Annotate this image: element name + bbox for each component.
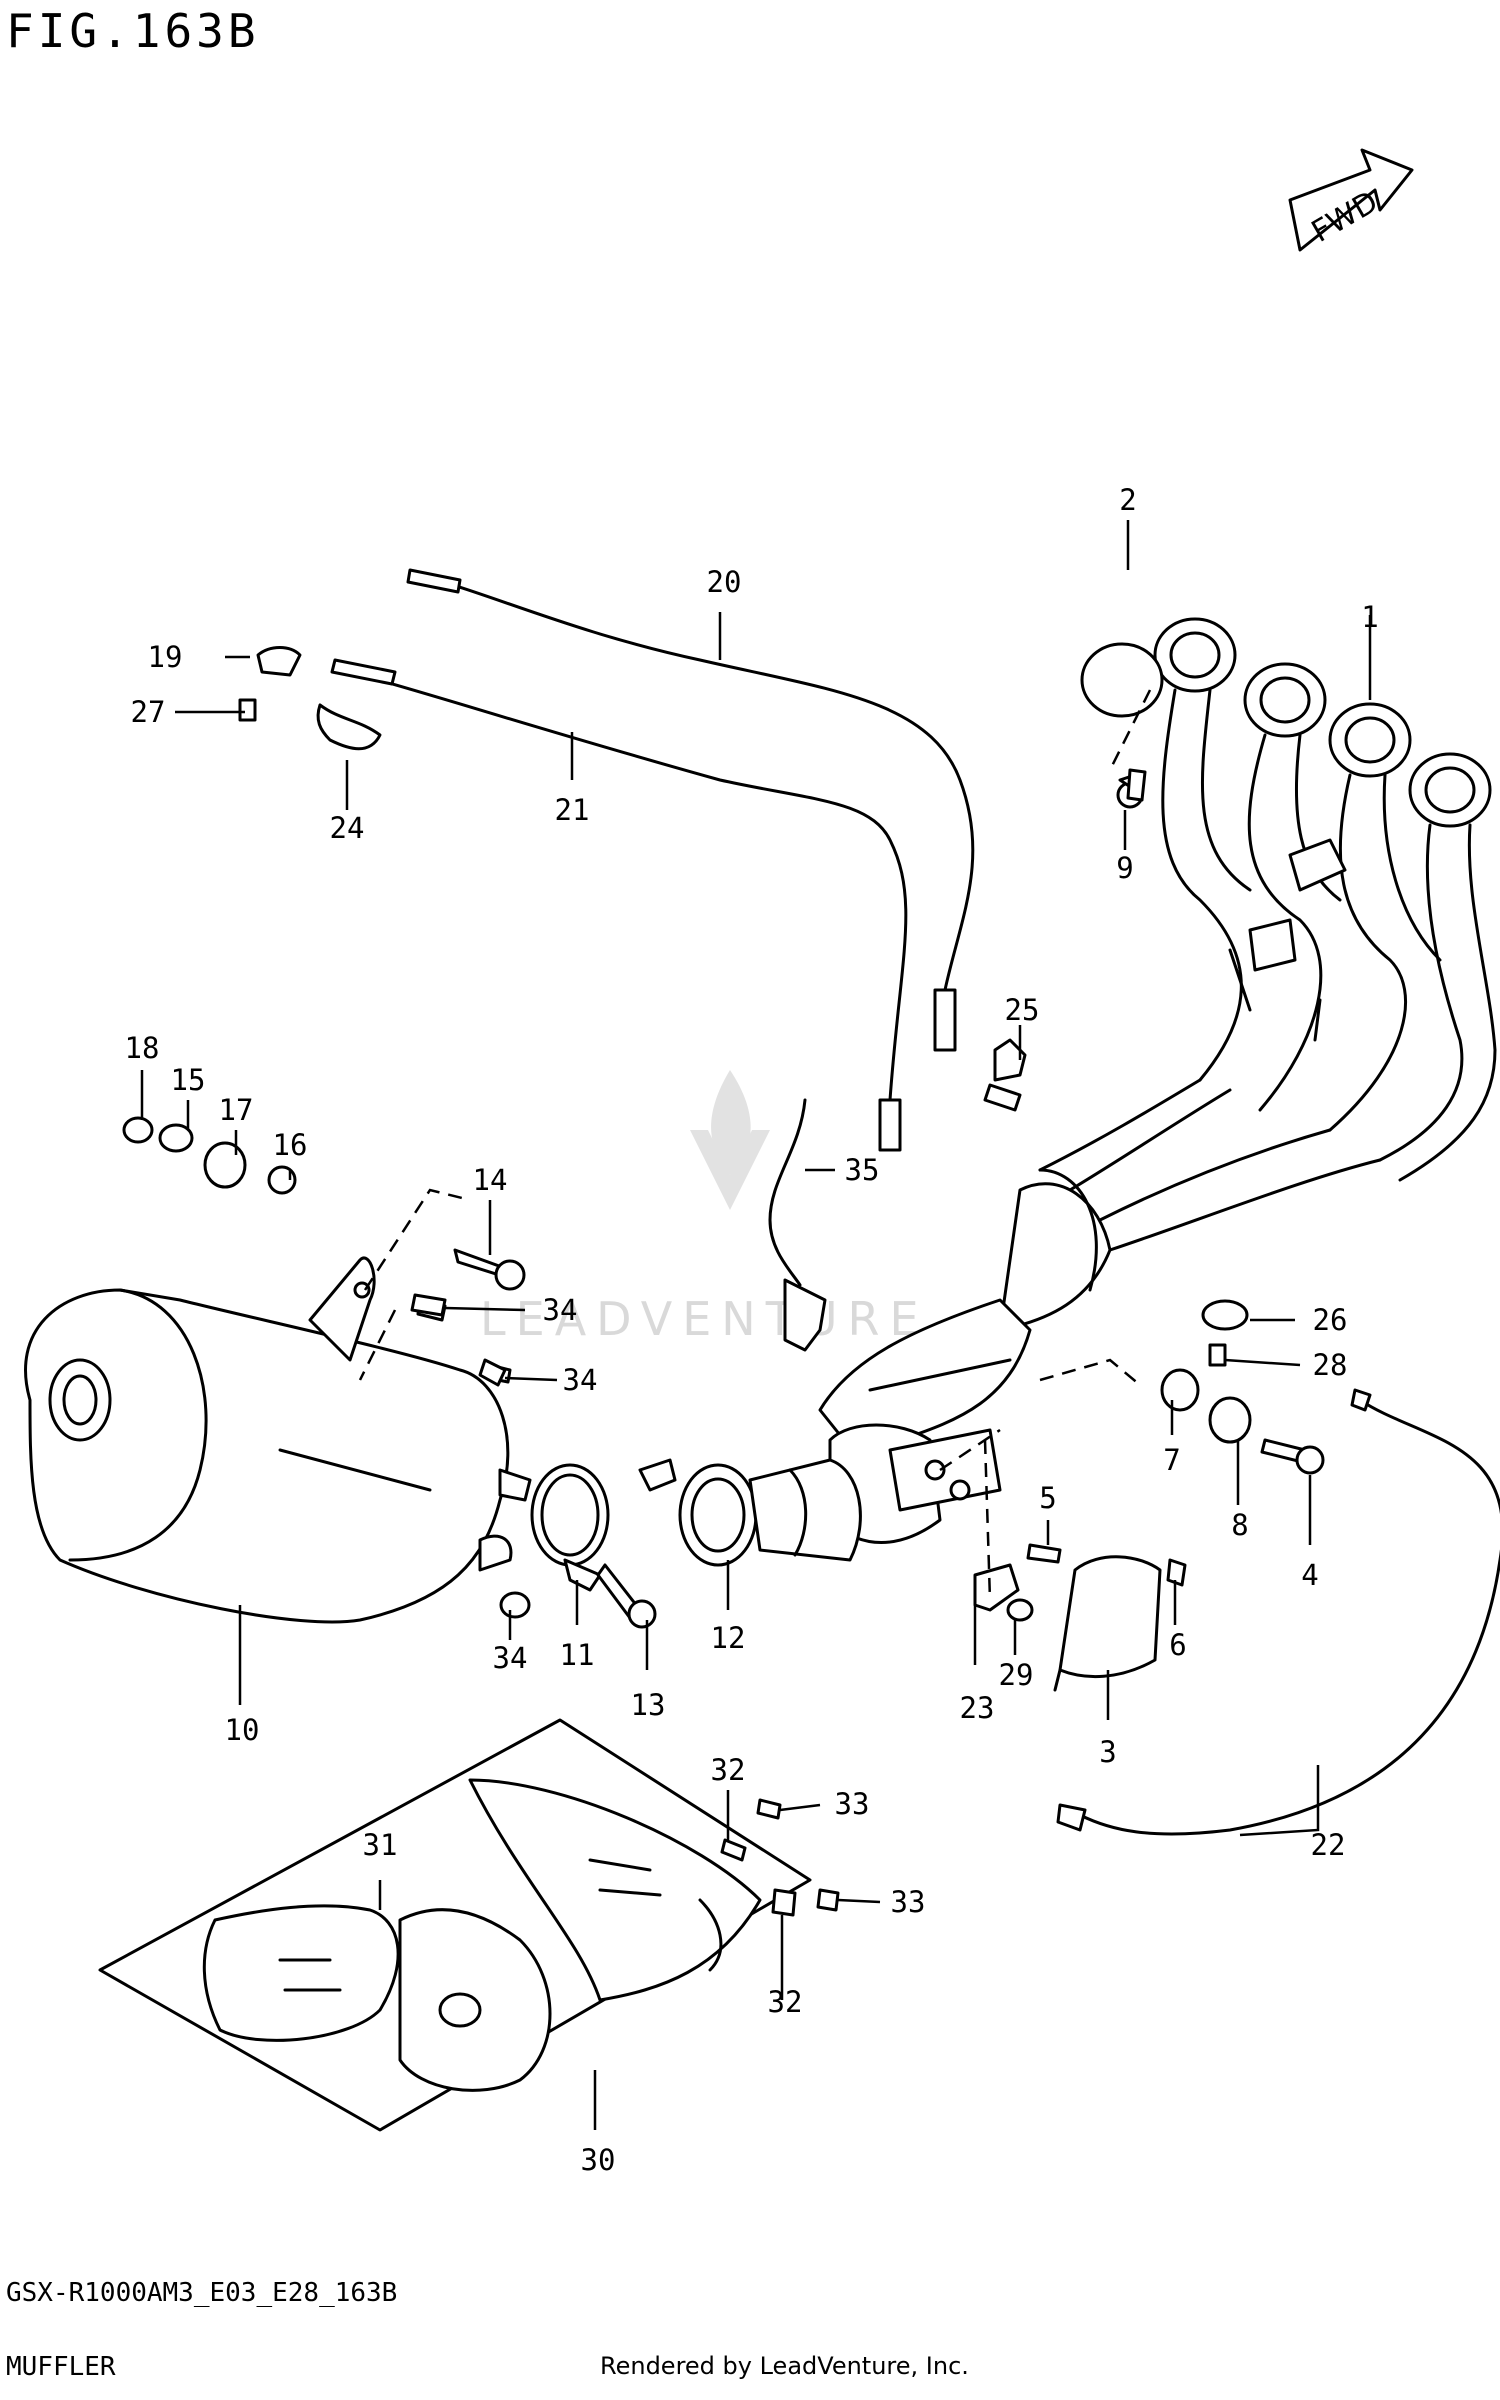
section-name: MUFFLER	[6, 2352, 116, 2382]
callout-21: 21	[555, 793, 590, 827]
springs-and-grommets	[410, 1293, 840, 1917]
connector-pipe-and-clamp	[530, 1458, 862, 1592]
callout-20: 20	[707, 565, 742, 599]
callout-4: 4	[1301, 1558, 1318, 1592]
callout-33: 33	[835, 1787, 870, 1821]
callout-27: 27	[131, 695, 166, 729]
callout-23: 23	[960, 1691, 995, 1725]
leadventure-watermark: LEADVENTURE	[480, 1070, 929, 1346]
callout-11: 11	[560, 1638, 595, 1672]
callout-3: 3	[1099, 1735, 1116, 1769]
callout-30: 30	[581, 2143, 616, 2177]
callout-6: 6	[1169, 1628, 1186, 1662]
callout-26: 26	[1313, 1303, 1348, 1337]
callout-29: 29	[999, 1658, 1034, 1692]
control-cables	[330, 568, 975, 1152]
callout-17: 17	[219, 1093, 254, 1127]
callout-34-second: 34	[563, 1363, 598, 1397]
small-hardware	[122, 642, 1325, 1629]
callout-25: 25	[1005, 993, 1040, 1027]
assembly-guide-lines	[358, 689, 1152, 1601]
watermark-text: LEADVENTURE	[480, 1292, 929, 1346]
rendered-by: Rendered by LeadVenture, Inc.	[600, 2352, 969, 2380]
callout-34-third: 34	[493, 1641, 528, 1675]
callout-leader-lines	[140, 520, 1372, 2130]
callout-8: 8	[1231, 1508, 1248, 1542]
callout-33-second: 33	[891, 1885, 926, 1919]
callout-14: 14	[473, 1163, 508, 1197]
fwd-arrow-icon: FWD	[1288, 148, 1414, 252]
oxygen-sensor	[768, 1098, 827, 1352]
callout-22: 22	[1311, 1828, 1346, 1862]
callout-19: 19	[148, 640, 183, 674]
sensor-cable	[1056, 1388, 1500, 1836]
callout-35: 35	[845, 1153, 880, 1187]
callout-16: 16	[273, 1128, 308, 1162]
callout-28: 28	[1313, 1348, 1348, 1382]
callout-32: 32	[711, 1753, 746, 1787]
callout-9: 9	[1116, 851, 1133, 885]
callout-34: 34	[543, 1293, 578, 1327]
callout-5: 5	[1039, 1481, 1056, 1515]
callout-1: 1	[1361, 600, 1378, 634]
heat-shield-cover	[1053, 1555, 1162, 1692]
exhaust-header-pipes	[998, 617, 1497, 1332]
callout-12: 12	[711, 1621, 746, 1655]
figure-title: FIG.163B	[6, 4, 260, 58]
callout-numbers: 1 2 3 4 5 6 7 8 9 10 11 12 13 14 15 16 1…	[125, 483, 1379, 2177]
callout-2: 2	[1119, 483, 1136, 517]
callout-13: 13	[631, 1688, 666, 1722]
callout-31: 31	[363, 1828, 398, 1862]
model-code: GSX-R1000AM3_E03_E28_163B	[6, 2278, 398, 2308]
muffler-body	[24, 1256, 532, 1624]
callout-18: 18	[125, 1031, 160, 1065]
callout-15: 15	[171, 1063, 206, 1097]
muffler-guard-set	[98, 1718, 812, 2132]
callout-10: 10	[225, 1713, 260, 1747]
bracket	[973, 1563, 1020, 1612]
callout-32-second: 32	[768, 1985, 803, 2019]
callout-24: 24	[330, 811, 365, 845]
callout-7: 7	[1163, 1443, 1180, 1477]
